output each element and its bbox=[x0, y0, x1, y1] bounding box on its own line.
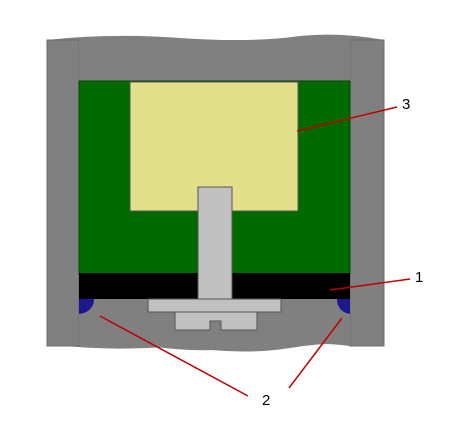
fitting-flange bbox=[147, 298, 282, 313]
leader-line-1 bbox=[329, 278, 411, 291]
callout-label-2: 2 bbox=[262, 392, 270, 409]
housing-lower-region bbox=[79, 299, 350, 351]
housing-right-wall bbox=[349, 39, 385, 347]
fitting-foot bbox=[174, 311, 258, 331]
leader-line-2-right bbox=[288, 317, 343, 389]
left-seal bbox=[79, 299, 94, 314]
center-stem bbox=[197, 186, 233, 300]
callout-label-3: 3 bbox=[402, 96, 410, 113]
callout-label-1: 1 bbox=[415, 269, 423, 286]
leader-line-2-left bbox=[99, 315, 249, 397]
right-seal bbox=[337, 299, 350, 314]
housing-left-wall bbox=[46, 39, 80, 347]
housing-top-cap bbox=[79, 40, 350, 81]
leader-line-3 bbox=[296, 106, 398, 132]
